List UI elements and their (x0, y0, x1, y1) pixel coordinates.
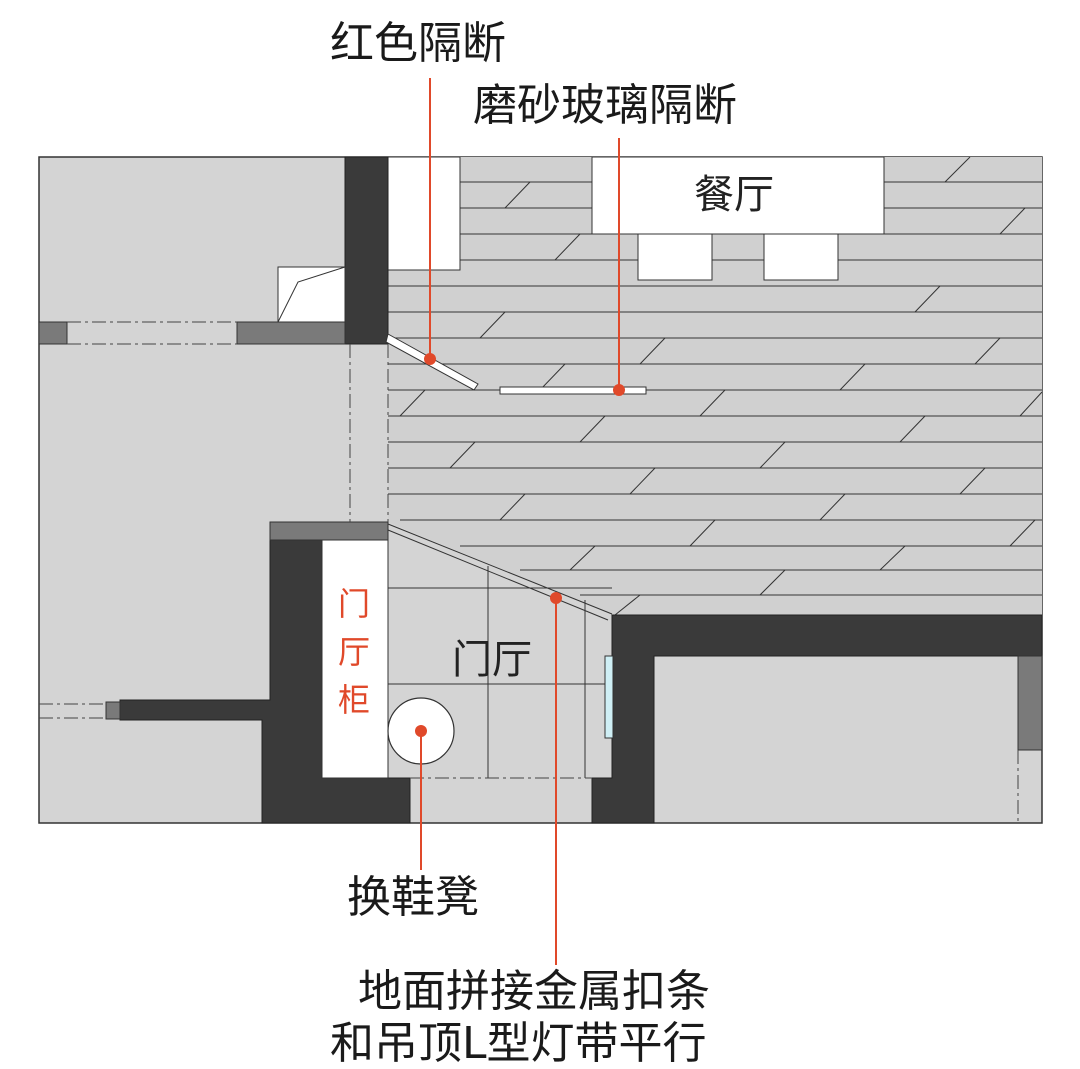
wall-vertical-upper (344, 156, 389, 345)
wood-plank-joints (399, 156, 1043, 616)
glass-panel (604, 655, 614, 739)
dining-chair-left (637, 233, 713, 281)
callout-shoe-bench: 换鞋凳 (347, 872, 479, 923)
wood-plank-lines (388, 181, 1042, 596)
cabinet-char-3: 柜 (337, 681, 370, 719)
dining-chair-right (763, 233, 839, 281)
callout-dots (415, 353, 625, 737)
dash-dot-lines (39, 321, 1019, 823)
entrance-cabinet-label: 门 厅 柜 (334, 588, 374, 732)
room-label-entrance: 门厅 (452, 637, 532, 683)
metal-strip-line-b (387, 529, 609, 621)
gray-block-lower-left (105, 701, 121, 720)
floor-plan-svg (38, 78, 1043, 965)
metal-strip-line-a (387, 523, 613, 615)
tall-cabinet (387, 156, 461, 271)
callout-floor-metal-strip-line2: 和吊顶L型灯带平行 (330, 1018, 707, 1069)
cabinet-char-2: 厅 (337, 633, 370, 671)
appliance-box (277, 266, 346, 323)
entrance-tile-grid (388, 566, 612, 778)
room-label-dining: 餐厅 (694, 172, 774, 218)
wall-entrance-right (591, 614, 1043, 824)
callout-floor-metal-strip-line1: 地面拼接金属扣条 (358, 966, 710, 1017)
entrance-cabinet (321, 539, 389, 779)
callout-red-partition: 红色隔断 (330, 18, 506, 69)
frosted-glass-partition (499, 386, 647, 395)
wood-floor-area (388, 157, 1042, 615)
gray-block-left (38, 321, 68, 345)
gray-block-entrance-top (269, 521, 389, 541)
appliance-box-diagonal (277, 266, 346, 323)
callout-leaders (420, 78, 620, 965)
gray-block-right (1017, 655, 1043, 751)
gray-block-mid (236, 321, 346, 345)
dining-table (591, 156, 885, 235)
floor-plan-diagram: 红色隔断 磨砂玻璃隔断 换鞋凳 地面拼接金属扣条 和吊顶L型灯带平行 餐厅 门厅… (38, 18, 1043, 1066)
cabinet-char-1: 门 (337, 585, 370, 623)
callout-frosted-glass-partition: 磨砂玻璃隔断 (473, 80, 737, 131)
